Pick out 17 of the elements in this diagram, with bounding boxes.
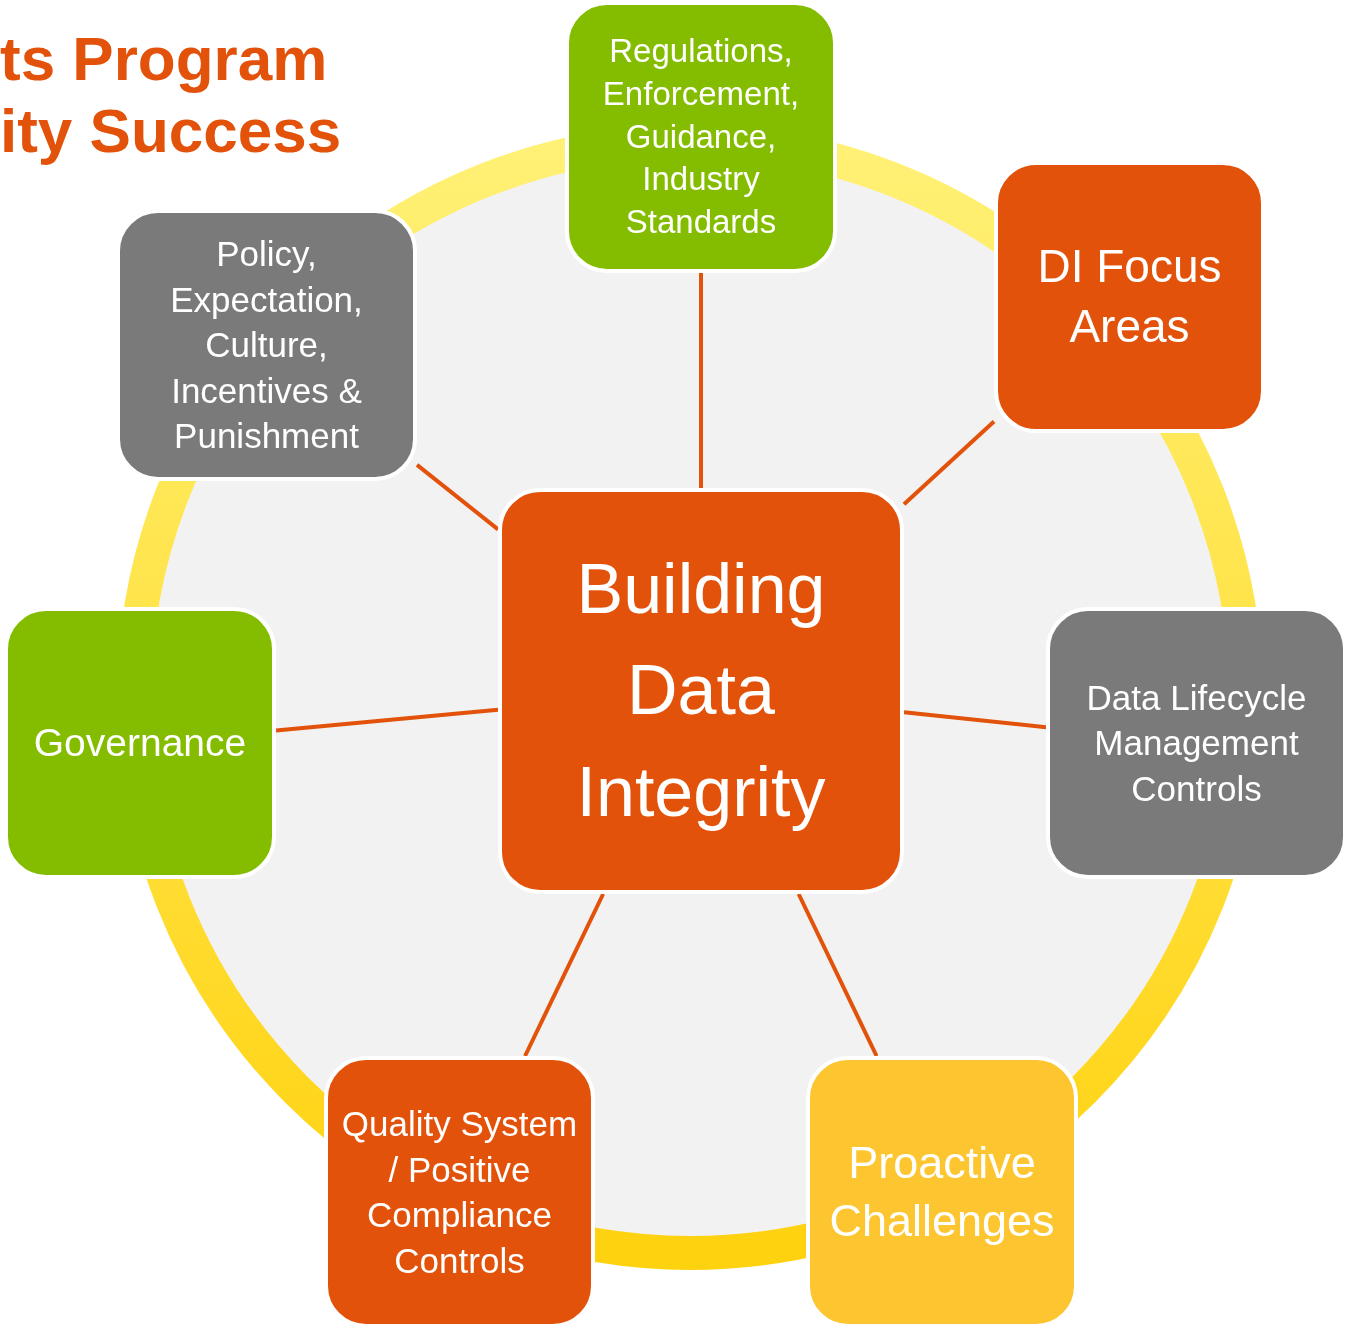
- rounded-box: [1046, 607, 1345, 879]
- connector-line: [903, 710, 1047, 730]
- connector-line: [275, 707, 499, 733]
- connector-line: [796, 893, 879, 1057]
- rounded-box: [498, 488, 904, 894]
- node-text: DI Focus Areas: [1036, 239, 1223, 354]
- node-text: Quality System / Positive Compliance Controls: [340, 1103, 579, 1282]
- node-text: Policy, Expectation, Culture, Incentives & Punishment: [169, 233, 364, 458]
- node-text: Data Lifecycle Management Controls: [1085, 676, 1308, 810]
- connector-line: [902, 420, 996, 506]
- connector-line: [523, 893, 605, 1057]
- connector-line: [699, 273, 703, 488]
- connector-line: [415, 463, 500, 531]
- node-text: Governance: [32, 719, 248, 766]
- node-text: Regulations, Enforcement, Guidance, Industry Standards: [601, 30, 801, 243]
- node-text: Building Data Integrity: [575, 548, 827, 833]
- node-text: Proactive Challenges: [828, 1135, 1056, 1248]
